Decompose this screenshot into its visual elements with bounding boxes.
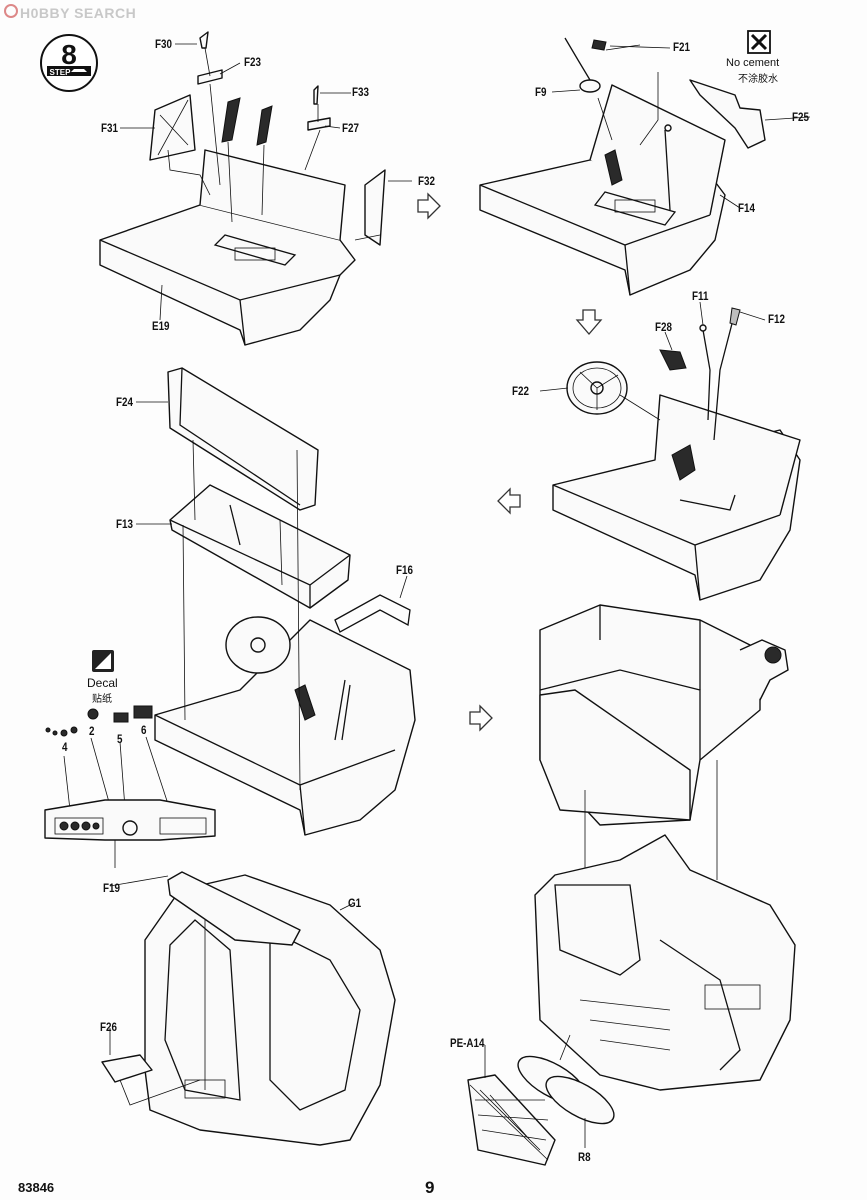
part-label-f19: F19 bbox=[103, 881, 120, 895]
decal-number: 2 bbox=[89, 724, 95, 738]
watermark-text: H0BBY SEARCH bbox=[20, 4, 137, 21]
no-cement-label-chinese: 不涂胶水 bbox=[738, 74, 778, 85]
arrow-down-icon bbox=[575, 309, 603, 335]
step-number: 8 bbox=[61, 39, 77, 70]
part-label-pe-a14: PE-A14 bbox=[450, 1036, 485, 1050]
part-label-f26: F26 bbox=[100, 1020, 117, 1034]
watermark-logo bbox=[4, 4, 18, 21]
decal-sheet bbox=[45, 705, 171, 821]
cab-floor-steering bbox=[552, 307, 801, 601]
part-label-f31: F31 bbox=[101, 121, 118, 135]
part-label-f11: F11 bbox=[692, 289, 709, 303]
part-label-f16: F16 bbox=[396, 563, 413, 577]
part-label-g1: G1 bbox=[348, 896, 362, 910]
decal-number: 4 bbox=[62, 740, 68, 754]
decal-number: 5 bbox=[117, 732, 123, 746]
part-label-e19: E19 bbox=[152, 319, 170, 333]
part-label-f21: F21 bbox=[673, 40, 690, 54]
direction-arrows bbox=[417, 192, 603, 732]
part-label-f23: F23 bbox=[244, 55, 261, 69]
part-label-f27: F27 bbox=[342, 121, 359, 135]
part-label-r8: R8 bbox=[578, 1150, 591, 1164]
part-label-f33: F33 bbox=[352, 85, 369, 99]
no-cement-label: No cement bbox=[726, 57, 780, 69]
part-label-f13: F13 bbox=[116, 517, 133, 531]
part-label-f32: F32 bbox=[418, 174, 435, 188]
cab-shell-right bbox=[467, 834, 796, 1166]
arrow-right-icon bbox=[469, 704, 493, 732]
cab-floor-top-left bbox=[99, 31, 386, 346]
decal-label: Decal bbox=[87, 676, 118, 690]
cab-shell-left bbox=[101, 871, 396, 1146]
step-label: STEP bbox=[50, 68, 72, 77]
part-label-f22: F22 bbox=[512, 384, 529, 398]
step-badge: 8 STEP bbox=[40, 34, 98, 92]
leader-lines bbox=[109, 43, 811, 1078]
decal-label-chinese: 贴纸 bbox=[92, 694, 112, 705]
arrow-left-icon bbox=[497, 487, 521, 515]
decal-number: 6 bbox=[141, 723, 147, 737]
part-label-f12: F12 bbox=[768, 312, 785, 326]
cab-with-seat bbox=[539, 604, 789, 880]
part-label-f28: F28 bbox=[655, 320, 672, 334]
seat-assembly bbox=[154, 367, 416, 836]
part-label-f9: F9 bbox=[535, 85, 547, 99]
kit-number: 83846 bbox=[18, 1180, 55, 1195]
cab-floor-top-right bbox=[479, 37, 766, 296]
dashboard-panel bbox=[44, 799, 216, 868]
decal-icon bbox=[92, 650, 114, 672]
part-label-f25: F25 bbox=[792, 110, 809, 124]
part-label-f24: F24 bbox=[116, 395, 133, 409]
no-cement-icon bbox=[747, 30, 771, 54]
watermark: H0BBY SEARCH bbox=[4, 4, 136, 21]
part-label-f30: F30 bbox=[155, 37, 172, 51]
page-number: 9 bbox=[425, 1178, 435, 1197]
part-label-f14: F14 bbox=[738, 201, 755, 215]
arrow-right-icon bbox=[417, 192, 441, 220]
